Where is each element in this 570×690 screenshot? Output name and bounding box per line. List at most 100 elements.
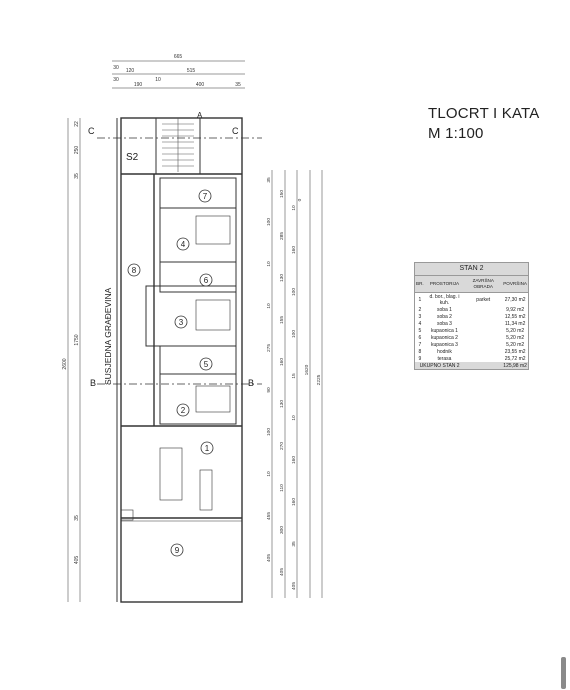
dimension-label: 35: [291, 541, 297, 547]
overall-dimension-label: 1620: [304, 364, 310, 375]
row-number: 2: [418, 306, 422, 313]
dimension-label: 110: [279, 484, 285, 492]
dimension-label: 405: [291, 582, 297, 590]
title-line-1: TLOCRT I KATA: [428, 105, 540, 122]
legend-table: BR. PROSTORIJA ZAVRŠNA OBRADA POVRŠINA 1…: [415, 276, 528, 369]
section-c-right: C: [232, 126, 239, 136]
total-value: 125,98 m2: [502, 362, 528, 369]
svg-text:190: 190: [134, 82, 143, 88]
dimension-label: 285: [279, 232, 285, 240]
finish: [464, 341, 502, 348]
room-label-9: 9: [175, 546, 180, 555]
room-label-1: 1: [205, 444, 210, 453]
area: 23,55 m2: [504, 348, 526, 355]
svg-text:1750: 1750: [74, 334, 80, 345]
room-area-legend: STAN 2 BR. PROSTORIJA ZAVRŠNA OBRADA POV…: [414, 262, 529, 370]
total-label: UKUPNO STAN 2: [415, 362, 465, 369]
overall-dimension-label: 2225: [316, 374, 322, 385]
row-number: 3: [418, 313, 422, 320]
dimension-label: 10: [266, 471, 272, 477]
finish: [464, 313, 502, 320]
finish: [464, 348, 502, 355]
dimension-label: 10: [291, 205, 297, 211]
dimension-label: 270: [279, 442, 285, 450]
svg-text:405: 405: [74, 556, 80, 565]
dimension-label: 275: [266, 344, 272, 352]
dimension-label: 100: [266, 428, 272, 436]
svg-text:400: 400: [196, 82, 205, 88]
svg-text:35: 35: [74, 173, 80, 179]
area: 11,34 m2: [504, 320, 526, 327]
legend-row: 4 soba 3 11,34 m2: [415, 320, 528, 327]
room-label-5: 5: [204, 360, 209, 369]
area: 27,30 m2: [504, 296, 526, 303]
legend-row: 1 d. bor., blag. i kuh. parket 27,30 m2: [415, 293, 528, 307]
room-label-3: 3: [179, 318, 184, 327]
area: 5,20 m2: [506, 327, 525, 334]
svg-text:120: 120: [126, 68, 135, 74]
dimension-label: 160: [279, 358, 285, 366]
row-number: 6: [418, 334, 422, 341]
svg-text:35: 35: [235, 82, 241, 88]
stair-label: S2: [126, 152, 139, 163]
neighbor-building-label: SUSJEDNA GRAĐEVINA: [103, 287, 113, 385]
svg-text:515: 515: [187, 68, 196, 74]
row-number: 8: [418, 348, 422, 355]
legend-title: STAN 2: [415, 263, 528, 276]
room-name: soba 3: [436, 320, 452, 327]
room-name: terasa: [437, 355, 452, 362]
finish: [464, 320, 502, 327]
finish: parket: [476, 296, 491, 303]
svg-text:30: 30: [113, 77, 119, 83]
dimension-label: 130: [279, 274, 285, 282]
room-name: kupaonica 3: [430, 341, 458, 348]
svg-text:2600: 2600: [62, 358, 68, 369]
dimension-label: 405: [279, 568, 285, 576]
dimension-label: 35: [266, 177, 272, 183]
scrollbar-thumb[interactable]: [561, 657, 566, 689]
dimension-label: 90: [266, 387, 272, 393]
dimension-label: 150: [279, 190, 285, 198]
legend-total-row: UKUPNO STAN 2 125,98 m2: [415, 362, 528, 369]
room-name: hodnik: [437, 348, 452, 355]
room-label-6: 6: [204, 276, 209, 285]
finish: [464, 327, 502, 334]
drawing-title: TLOCRT I KATA M 1:100: [428, 104, 540, 144]
dimension-label: 160: [291, 246, 297, 254]
title-line-2: M 1:100: [428, 125, 484, 142]
room-label-2: 2: [181, 406, 186, 415]
dimension-label: 405: [266, 554, 272, 562]
dimension-label: 10: [266, 303, 272, 309]
dimension-label: 100: [291, 288, 297, 296]
col-header-no: BR.: [415, 276, 425, 293]
room-label-8: 8: [132, 266, 137, 275]
dimension-label: 100: [291, 330, 297, 338]
section-c-left: C: [88, 126, 95, 136]
room-name: d. bor., blag. i kuh.: [429, 293, 460, 306]
svg-text:22: 22: [74, 121, 80, 127]
col-header-finish: ZAVRŠNA OBRADA: [464, 276, 503, 293]
row-number: 4: [418, 320, 422, 327]
section-a: A: [197, 111, 203, 120]
overall-dimension-label: 0: [297, 198, 303, 201]
outer-wall: [120, 117, 243, 603]
dimension-label: 160: [291, 456, 297, 464]
row-number: 1: [418, 296, 422, 303]
finish: [464, 334, 502, 341]
area: 5,20 m2: [506, 341, 525, 348]
col-header-area: POVRŠINA: [502, 276, 528, 293]
dimension-label: 15: [291, 373, 297, 379]
dimension-label: 10: [266, 261, 272, 267]
area: 12,55 m2: [504, 313, 526, 320]
dimension-label: 300: [279, 526, 285, 534]
dimension-label: 130: [279, 400, 285, 408]
section-b-right: B: [248, 378, 254, 388]
room-label-4: 4: [181, 240, 186, 249]
room-name: kupaonica 2: [430, 334, 458, 341]
